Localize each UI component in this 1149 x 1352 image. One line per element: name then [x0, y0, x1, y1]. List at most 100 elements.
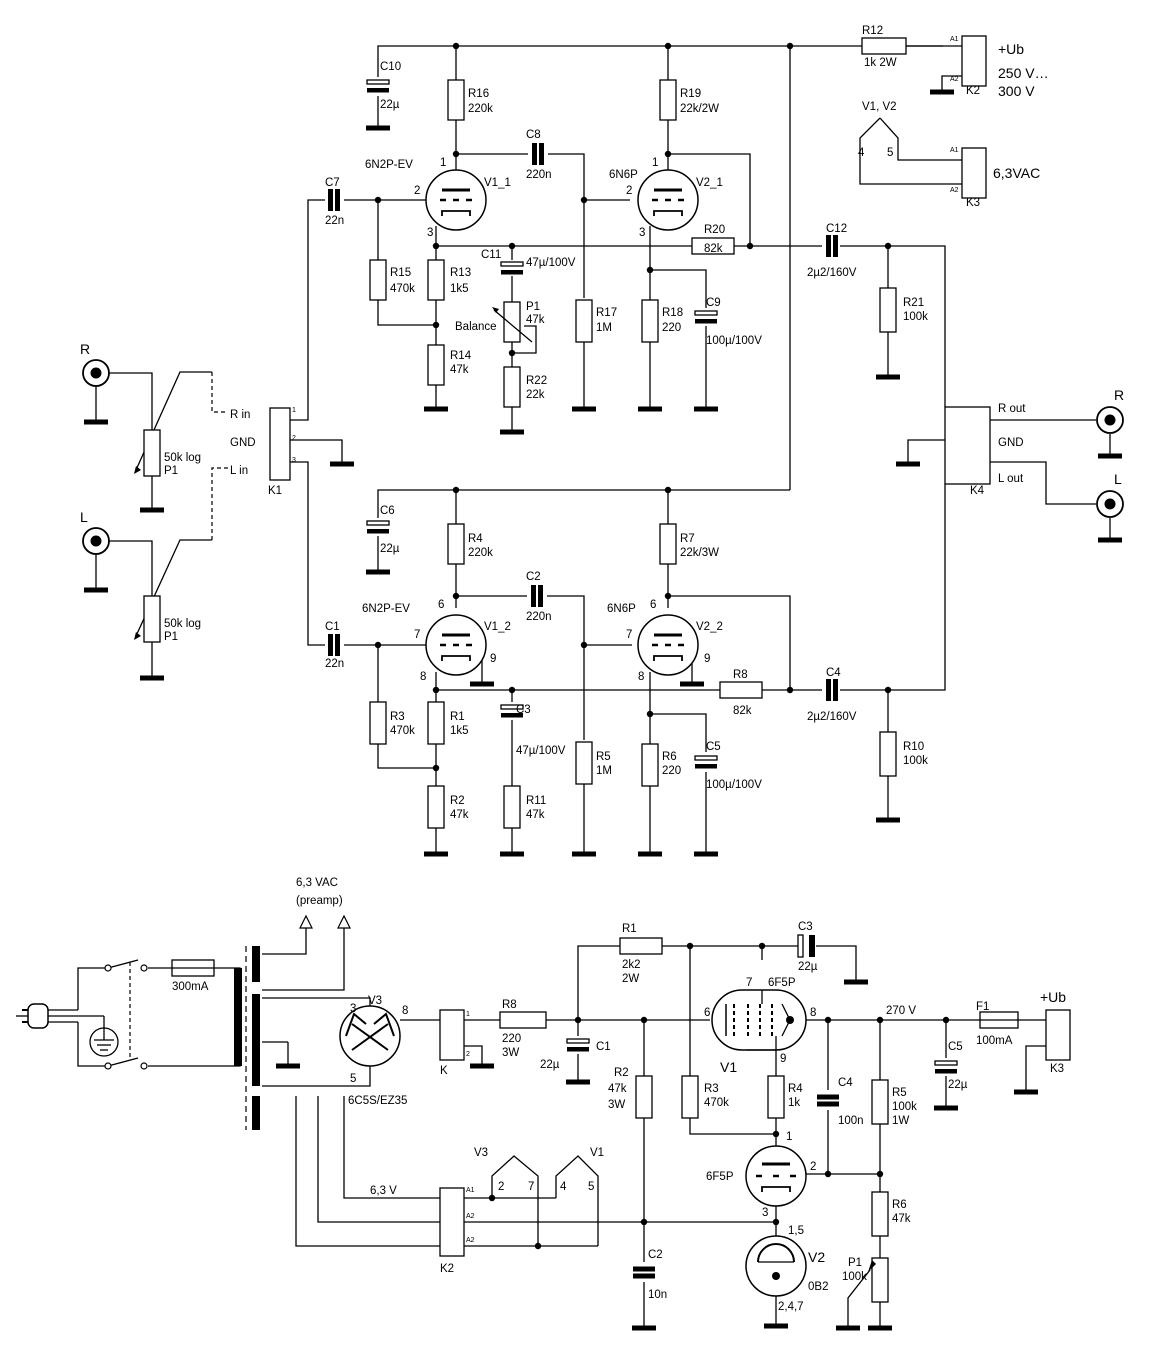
svg-text:P1: P1 [526, 301, 540, 313]
svg-text:1: 1 [466, 1011, 470, 1018]
upper-components [330, 37, 920, 464]
pentode-v1 [711, 989, 807, 1051]
svg-text:C2: C2 [526, 571, 541, 583]
svg-text:22µ: 22µ [540, 1059, 560, 1071]
earth-icon [89, 1027, 119, 1057]
svg-text:2: 2 [292, 435, 296, 442]
upper-channel-wires [290, 45, 946, 490]
svg-text:220k: 220k [468, 547, 493, 559]
svg-text:2W: 2W [622, 973, 639, 985]
svg-text:8: 8 [402, 1005, 408, 1017]
svg-text:R2: R2 [450, 795, 465, 807]
svg-text:82k: 82k [704, 243, 723, 255]
psu-wires [16, 928, 1046, 1326]
svg-text:6F5P: 6F5P [706, 1171, 734, 1183]
svg-text:8: 8 [638, 671, 644, 683]
svg-text:3: 3 [427, 227, 433, 239]
psu-labels: 6,3 VAC (preamp) 300mA V3 3 8 5 6C5S/EZ3… [172, 877, 1066, 1313]
svg-text:47k: 47k [608, 1083, 627, 1095]
svg-text:A1: A1 [466, 1187, 475, 1194]
svg-text:4: 4 [858, 147, 865, 159]
svg-text:R2: R2 [614, 1067, 629, 1079]
svg-text:3: 3 [762, 1207, 768, 1219]
svg-text:10n: 10n [648, 1289, 667, 1301]
label-v2-2: V2_2 [696, 621, 723, 633]
svg-text:R18: R18 [662, 307, 683, 319]
svg-text:R: R [1114, 387, 1124, 403]
svg-text:220: 220 [662, 765, 681, 777]
svg-text:K2: K2 [966, 85, 980, 97]
svg-text:3: 3 [292, 457, 296, 464]
svg-text:GND: GND [998, 437, 1024, 449]
svg-text:22k/3W: 22k/3W [680, 547, 719, 559]
svg-text:0B2: 0B2 [808, 1281, 828, 1293]
svg-text:220: 220 [662, 322, 681, 334]
svg-text:A2: A2 [466, 1237, 475, 1244]
svg-text:7: 7 [414, 629, 420, 641]
svg-text:22n: 22n [325, 215, 344, 227]
svg-text:R22: R22 [526, 375, 547, 387]
svg-text:6N2P-EV: 6N2P-EV [365, 159, 413, 171]
svg-text:22k: 22k [526, 389, 545, 401]
svg-text:8: 8 [810, 1007, 816, 1019]
svg-text:V3: V3 [474, 1147, 488, 1159]
svg-text:6,3 VAC: 6,3 VAC [296, 877, 338, 889]
svg-text:C3: C3 [516, 704, 531, 716]
label-v2-1: V2_1 [696, 177, 723, 189]
svg-text:R20: R20 [704, 224, 725, 236]
svg-text:9: 9 [704, 653, 710, 665]
svg-text:2: 2 [498, 1181, 504, 1193]
svg-text:C3: C3 [798, 921, 813, 933]
svg-text:2: 2 [466, 1051, 470, 1058]
svg-text:7: 7 [746, 977, 752, 989]
svg-text:C5: C5 [706, 741, 721, 753]
svg-text:1: 1 [786, 1131, 792, 1143]
svg-text:3W: 3W [502, 1047, 519, 1059]
svg-text:GND: GND [230, 437, 256, 449]
svg-text:50k log: 50k log [164, 618, 201, 630]
svg-text:R5: R5 [892, 1087, 907, 1099]
svg-text:L: L [1114, 471, 1122, 487]
junctions-amp [374, 42, 892, 772]
svg-text:R21: R21 [903, 297, 924, 309]
svg-text:9: 9 [490, 653, 496, 665]
svg-text:R: R [80, 341, 90, 357]
svg-text:C10: C10 [380, 61, 401, 73]
svg-text:22µ: 22µ [948, 1079, 968, 1091]
svg-text:300mA: 300mA [172, 981, 209, 993]
svg-text:1k5: 1k5 [450, 725, 469, 737]
psu-components [22, 914, 1071, 1328]
svg-text:L: L [80, 509, 88, 525]
svg-text:100µ/100V: 100µ/100V [706, 779, 762, 791]
svg-text:220n: 220n [526, 169, 552, 181]
svg-text:R11: R11 [526, 795, 546, 807]
svg-text:R6: R6 [662, 751, 677, 763]
svg-text:1k: 1k [788, 1097, 800, 1109]
label-ub: +Ub [998, 41, 1024, 57]
svg-text:K1: K1 [268, 485, 282, 497]
svg-text:47k: 47k [526, 314, 545, 326]
svg-text:100k: 100k [842, 1271, 867, 1283]
svg-text:C9: C9 [706, 297, 721, 309]
label-r12-value: 1k 2W [864, 57, 897, 69]
svg-text:6C5S/EZ35: 6C5S/EZ35 [348, 1095, 407, 1107]
svg-text:470k: 470k [390, 725, 415, 737]
svg-text:A2: A2 [950, 76, 959, 83]
triode-v1-regulator [745, 1145, 807, 1207]
svg-text:C8: C8 [526, 129, 541, 141]
svg-text:3: 3 [639, 227, 645, 239]
svg-text:2: 2 [810, 1161, 816, 1173]
svg-text:R8: R8 [733, 669, 748, 681]
label-v1-1: V1_1 [484, 177, 511, 189]
svg-text:6: 6 [438, 599, 444, 611]
svg-text:4: 4 [560, 1181, 567, 1193]
svg-text:R5: R5 [596, 751, 611, 763]
svg-text:250 V…: 250 V… [998, 65, 1049, 81]
label-balance: Balance [455, 321, 497, 333]
lower-channel-wires [290, 461, 946, 852]
svg-text:A2: A2 [950, 187, 959, 194]
amp-labels: R12 1k 2W A1 A2 +Ub 250 V… 300 V K2 V1, … [80, 25, 1124, 821]
svg-text:2: 2 [414, 185, 420, 197]
svg-text:300 V: 300 V [998, 83, 1035, 99]
svg-text:6,3 V: 6,3 V [370, 1185, 397, 1197]
